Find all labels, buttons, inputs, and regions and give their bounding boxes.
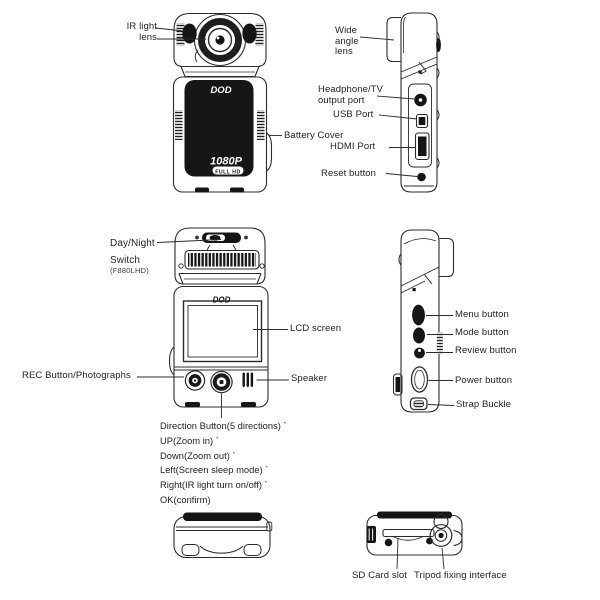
mode-button-shape bbox=[413, 327, 425, 344]
speaker-grille bbox=[242, 372, 254, 387]
back-brand-logo: DOD bbox=[213, 296, 231, 305]
note-up: UP(Zoom in) ` bbox=[160, 434, 219, 446]
front-view bbox=[172, 12, 273, 193]
reset-button-shape bbox=[417, 172, 426, 182]
usb-port-shape bbox=[415, 113, 429, 129]
note-right: Right(IR light turn on/off) ` bbox=[160, 479, 268, 491]
note-down: Down(Zoom out) ` bbox=[160, 449, 236, 461]
bottom-view bbox=[366, 511, 463, 556]
lens-bulge bbox=[439, 237, 455, 278]
battery-cover-edge bbox=[266, 132, 273, 172]
label-ir-light-lens: IR light lens bbox=[126, 21, 157, 43]
front-dark-panel bbox=[184, 80, 254, 177]
label-lcd-screen: LCD screen bbox=[290, 323, 342, 334]
label-mode-button: Mode button bbox=[455, 327, 509, 338]
side-latch bbox=[393, 373, 403, 396]
strap-loop bbox=[453, 529, 463, 547]
lcd-screen-shape bbox=[182, 300, 263, 363]
label-model: (F880LHD) bbox=[110, 266, 149, 275]
back-view bbox=[168, 227, 269, 408]
label-tripod-fixing-interface: Tripod fixing interface bbox=[414, 570, 507, 581]
label-sd-card-slot: SD Card slot bbox=[352, 570, 408, 581]
front-lens bbox=[193, 13, 247, 67]
left-side-view bbox=[393, 229, 455, 413]
direction-button-shape bbox=[210, 370, 233, 394]
label-rec-button: REC Button/Photographs bbox=[22, 370, 131, 381]
review-button-shape bbox=[414, 347, 425, 359]
sd-card-slot-shape bbox=[382, 528, 435, 541]
label-hdmi-port: HDMI Port bbox=[330, 141, 376, 152]
hdmi-port-shape bbox=[414, 132, 430, 161]
label-menu-button: Menu button bbox=[455, 309, 509, 320]
label-review-button: Review button bbox=[455, 345, 517, 356]
callout-lines bbox=[137, 27, 455, 570]
label-usb-port: USB Port bbox=[333, 109, 374, 120]
power-button-shape bbox=[410, 366, 429, 393]
direction-button-notes: Direction Button(5 directions) ` UP(Zoom… bbox=[160, 419, 287, 508]
menu-button-shape bbox=[412, 304, 425, 326]
label-wide-angle-lens: Wide angle lens bbox=[335, 25, 359, 57]
label-day-night-switch: Day/Night Switch bbox=[110, 238, 155, 266]
day-night-switch-shape bbox=[195, 232, 248, 243]
label-speaker: Speaker bbox=[291, 373, 328, 384]
label-strap-buckle: Strap Buckle bbox=[456, 399, 512, 410]
note-direction-button: Direction Button(5 directions) ` bbox=[160, 420, 287, 431]
top-view bbox=[173, 512, 273, 559]
ir-light-lenses bbox=[182, 23, 257, 44]
strap-buckle-shape bbox=[409, 397, 428, 411]
note-ok: OK(confirm) bbox=[160, 493, 211, 505]
label-reset-button: Reset button bbox=[321, 168, 377, 179]
front-resolution-badge: 1080P bbox=[210, 156, 242, 168]
label-power-button: Power button bbox=[455, 375, 513, 386]
front-fullhd-badge: FULL HD bbox=[215, 170, 241, 176]
label-headphone-tv-output-port: Headphone/TV output port bbox=[318, 84, 384, 106]
side-port-tab bbox=[366, 526, 376, 543]
front-brand-logo: DOD bbox=[210, 85, 231, 96]
tripod-socket-shape bbox=[429, 513, 453, 547]
label-battery-cover: Battery Cover bbox=[284, 130, 344, 141]
note-left: Left(Screen sleep mode) ` bbox=[160, 464, 269, 476]
rec-button-shape bbox=[184, 370, 206, 391]
headphone-tv-port bbox=[414, 93, 427, 107]
right-side-view bbox=[386, 12, 441, 193]
